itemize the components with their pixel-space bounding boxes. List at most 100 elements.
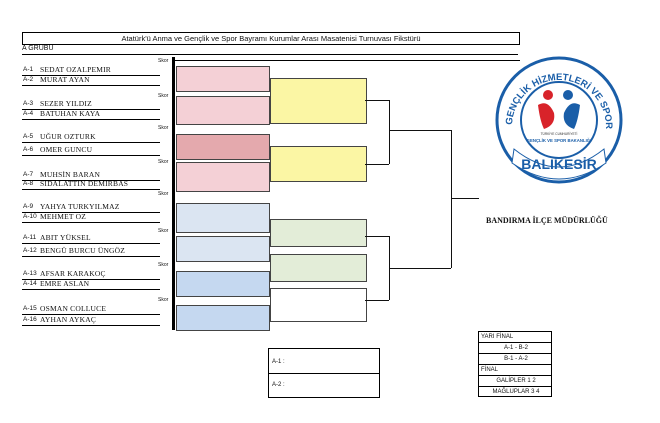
- player-name: ABIT YÜKSEL: [40, 233, 91, 242]
- player-name: OMER GUNCU: [40, 145, 93, 154]
- player-name: AFSAR KARAKOÇ: [40, 269, 106, 278]
- logo-seal-icon: GENÇLİK HİZMETLERİ VE SPOR İL MÜDÜRLÜĞÜ …: [490, 46, 623, 184]
- final-line-2: A-2 :: [272, 382, 285, 388]
- bracket-line: [389, 268, 451, 269]
- match-box-r2-3[interactable]: [270, 219, 367, 247]
- player-number: A-3: [23, 100, 34, 107]
- row-divider: [22, 256, 160, 257]
- row-divider: [22, 85, 160, 86]
- bracket-line: [389, 130, 451, 131]
- final-result-box[interactable]: A-1 : A-2 :: [268, 348, 380, 398]
- player-number: A-13: [23, 270, 37, 277]
- row-divider: [22, 243, 160, 244]
- semi-final-label: YARI FİNAL: [479, 332, 551, 343]
- bracket-spine: [172, 57, 175, 330]
- player-number: A-8: [23, 180, 34, 187]
- match-box-5[interactable]: [176, 203, 270, 233]
- player-name: EMRE ASLAN: [40, 279, 90, 288]
- row-divider: [22, 109, 160, 110]
- player-number: A-11: [23, 234, 37, 241]
- row-divider: [22, 155, 160, 156]
- player-number: A-5: [23, 133, 34, 140]
- sheet-title: Atatürk'ü Anma ve Gençlik ve Spor Bayram…: [22, 32, 520, 45]
- player-number: A-1: [23, 66, 34, 73]
- bracket-line: [451, 130, 452, 268]
- row-divider: [22, 289, 160, 290]
- player-number: A-4: [23, 110, 34, 117]
- row-divider: [22, 325, 160, 326]
- header-rule: [312, 54, 518, 55]
- skor-label: Skor: [158, 262, 169, 268]
- match-box-r2-4[interactable]: [270, 254, 367, 282]
- player-name: YAHYA TURKYILMAZ: [40, 202, 120, 211]
- match-box-2[interactable]: [176, 96, 270, 125]
- skor-label: Skor: [158, 191, 169, 197]
- row-divider: [22, 180, 160, 181]
- final-losers: MAĞLUPLAR 3 4: [492, 389, 540, 395]
- match-box-3[interactable]: [176, 134, 270, 160]
- player-name: SIDALATTIN DEMIRBAS: [40, 179, 129, 188]
- bracket-line: [365, 100, 389, 101]
- bracket-line: [365, 236, 389, 237]
- row-divider: [22, 142, 160, 143]
- player-number: A-7: [23, 171, 34, 178]
- svg-text:TÜRKİYE CUMHURİYETİ: TÜRKİYE CUMHURİYETİ: [541, 131, 578, 136]
- match-box-r2-2[interactable]: [270, 146, 367, 182]
- player-number: A-12: [23, 247, 37, 254]
- player-name: UĞUR OZTURK: [40, 132, 96, 141]
- group-label: A GRUBU: [22, 44, 312, 55]
- header-rule-2: [175, 60, 520, 61]
- row-divider: [22, 314, 160, 315]
- match-box-1[interactable]: [176, 66, 270, 92]
- match-box-r2-1[interactable]: [270, 78, 367, 124]
- row-divider: [22, 189, 160, 190]
- player-number: A-9: [23, 203, 34, 210]
- player-name: MURAT AYAN: [40, 75, 90, 84]
- skor-label: Skor: [158, 228, 169, 234]
- organization-name: BANDIRMA İLÇE MÜDÜRLÜĞÜ: [486, 216, 608, 225]
- final-winners: GALİPLER 1 2: [479, 376, 551, 387]
- player-name: AYHAN AYKAÇ: [40, 315, 97, 324]
- player-number: A-10: [23, 213, 37, 220]
- skor-label: Skor: [158, 93, 169, 99]
- svg-text:BALIKESİR: BALIKESİR: [521, 156, 596, 172]
- semi-final-match-2: B-1 - A-2: [479, 354, 551, 365]
- player-name: BENGÜ BURCU ÜNGÖZ: [40, 246, 126, 255]
- skor-label: Skor: [158, 159, 169, 165]
- divider: [269, 373, 379, 374]
- match-box-7[interactable]: [176, 271, 270, 297]
- row-divider: [22, 212, 160, 213]
- match-box-6[interactable]: [176, 236, 270, 262]
- skor-label: Skor: [158, 125, 169, 131]
- skor-label: Skor: [158, 297, 169, 303]
- match-box-r2-5[interactable]: [270, 288, 367, 322]
- schedule-table: YARI FİNAL A-1 - B-2 B-1 - A-2 FİNAL GAL…: [478, 331, 552, 397]
- bracket-line: [389, 100, 390, 164]
- row-divider: [22, 279, 160, 280]
- player-number: A-14: [23, 280, 37, 287]
- skor-label: Skor: [158, 58, 169, 64]
- player-number: A-2: [23, 76, 34, 83]
- player-name: BATUHAN KAYA: [40, 109, 101, 118]
- row-divider: [22, 75, 160, 76]
- ministry-logo: GENÇLİK HİZMETLERİ VE SPOR İL MÜDÜRLÜĞÜ …: [490, 46, 624, 185]
- match-box-4[interactable]: [176, 162, 270, 192]
- match-box-8[interactable]: [176, 305, 270, 331]
- player-number: A-6: [23, 146, 34, 153]
- bracket-line: [365, 164, 389, 165]
- row-divider: [22, 222, 160, 223]
- final-label: FİNAL: [479, 365, 551, 376]
- bracket-line: [451, 198, 479, 199]
- player-number: A-15: [23, 305, 37, 312]
- player-name: MUHSİN BARAN: [40, 170, 101, 179]
- bracket-line: [365, 300, 389, 301]
- player-number: A-16: [23, 316, 37, 323]
- player-name: SEZER YILDIZ: [40, 99, 92, 108]
- semi-final-match-1: A-1 - B-2: [479, 343, 551, 354]
- player-name: MEHMET OZ: [40, 212, 87, 221]
- final-line-1: A-1 :: [272, 359, 285, 365]
- player-name: SEDAT OZALPEMIR: [40, 65, 111, 74]
- svg-text:GENÇLİK VE SPOR BAKANLIĞI: GENÇLİK VE SPOR BAKANLIĞI: [527, 138, 592, 143]
- player-name: OSMAN COLLUCE: [40, 304, 107, 313]
- row-divider: [22, 119, 160, 120]
